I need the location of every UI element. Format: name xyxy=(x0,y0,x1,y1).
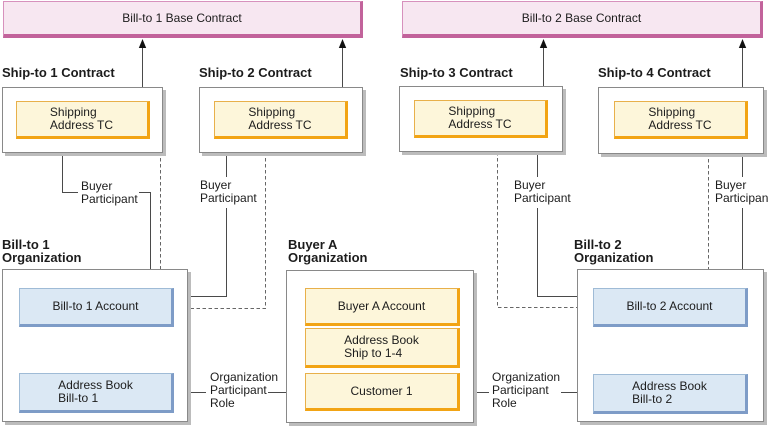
shipto-3-contract-title: Ship-to 3 Contract xyxy=(400,65,513,80)
billto-1-organization-box: Bill-to 1 Account Address Book Bill-to 1 xyxy=(2,269,188,422)
arrowhead-up-4 xyxy=(738,39,747,48)
wire-shipto3-buyer-participant-b xyxy=(537,208,578,297)
billto-2-account-box: Bill-to 2 Account xyxy=(593,288,748,327)
shipto-1-contract-title: Ship-to 1 Contract xyxy=(2,65,115,80)
shipping-address-tc-box-4: Shipping Address TC xyxy=(614,101,748,139)
address-book-billto-2-box: Address Book Bill-to 2 xyxy=(593,374,748,414)
buyer-a-organization-title: Buyer A Organization xyxy=(288,237,368,265)
shipping-address-tc-label-2: Shipping Address TC xyxy=(248,105,312,132)
billto-1-account-label: Bill-to 1 Account xyxy=(52,299,139,313)
buyer-a-account-label: Buyer A Account xyxy=(337,298,426,313)
customer-1-label: Customer 1 xyxy=(350,383,413,398)
shipping-address-tc-box-3: Shipping Address TC xyxy=(414,100,548,138)
buyer-a-organization-box: Buyer A Account Address Book Ship to 1-4… xyxy=(286,270,474,423)
shipping-address-tc-box-2: Shipping Address TC xyxy=(214,101,348,139)
shipto-4-contract-box: Shipping Address TC xyxy=(598,87,764,154)
buyer-participant-label-1: Buyer Participant xyxy=(81,179,138,206)
arrowhead-up-2 xyxy=(338,39,347,48)
base-contract-2-box: Bill-to 2 Base Contract xyxy=(402,1,763,38)
shipping-address-tc-box-1: Shipping Address TC xyxy=(15,101,150,139)
shipping-address-tc-label-3: Shipping Address TC xyxy=(448,104,512,131)
shipto-2-contract-title: Ship-to 2 Contract xyxy=(199,65,312,80)
arrowhead-up-3 xyxy=(539,39,548,48)
wire-shipto1-buyer-participant-a xyxy=(62,152,78,193)
customer-1-box: Customer 1 xyxy=(305,373,460,411)
billto-2-organization-title: Bill-to 2 Organization xyxy=(574,237,654,265)
base-contract-2-label: Bill-to 2 Base Contract xyxy=(521,11,642,25)
arrowhead-up-1 xyxy=(138,39,147,48)
buyer-participant-label-3: Buyer Participant xyxy=(514,178,571,205)
shipping-address-tc-label-1: Shipping Address TC xyxy=(49,105,114,132)
buyer-participant-label-2: Buyer Participant xyxy=(200,178,257,205)
address-book-shipto-1-4-box: Address Book Ship to 1-4 xyxy=(305,328,460,368)
billto-2-account-label: Bill-to 2 Account xyxy=(626,299,713,313)
buyer-a-account-box: Buyer A Account xyxy=(305,288,460,326)
shipto-1-contract-box: Shipping Address TC xyxy=(2,87,163,153)
organization-participant-role-label-left: Organization Participant Role xyxy=(210,370,279,410)
address-book-billto-1-box: Address Book Bill-to 1 xyxy=(19,373,174,413)
billto-1-organization-title: Bill-to 1 Organization xyxy=(2,237,82,265)
base-contract-1-label: Bill-to 1 Base Contract xyxy=(122,11,242,25)
wire-shipto1-buyer-participant-b xyxy=(139,192,151,270)
buyer-participant-label-4: Buyer Participant xyxy=(715,178,768,205)
wire-shipto2-buyer-participant-b xyxy=(188,208,227,297)
billto-1-account-box: Bill-to 1 Account xyxy=(19,288,174,327)
shipto-3-contract-box: Shipping Address TC xyxy=(399,86,563,152)
address-book-billto-1-label: Address Book Bill-to 1 xyxy=(58,378,133,405)
dashed-shipto2-to-billto1-account xyxy=(183,152,266,309)
dashed-shipto3-to-billto2-account xyxy=(497,152,584,308)
base-contract-1-box: Bill-to 1 Base Contract xyxy=(3,1,363,38)
address-book-shipto-1-4-label: Address Book Ship to 1-4 xyxy=(344,333,419,360)
shipping-address-tc-label-4: Shipping Address TC xyxy=(648,105,712,132)
shipto-4-contract-title: Ship-to 4 Contract xyxy=(598,65,711,80)
organization-participant-role-label-right: Organization Participant Role xyxy=(492,370,561,410)
shipto-2-contract-box: Shipping Address TC xyxy=(199,87,363,153)
address-book-billto-2-label: Address Book Bill-to 2 xyxy=(632,379,707,406)
billto-2-organization-box: Bill-to 2 Account Address Book Bill-to 2 xyxy=(577,269,764,422)
